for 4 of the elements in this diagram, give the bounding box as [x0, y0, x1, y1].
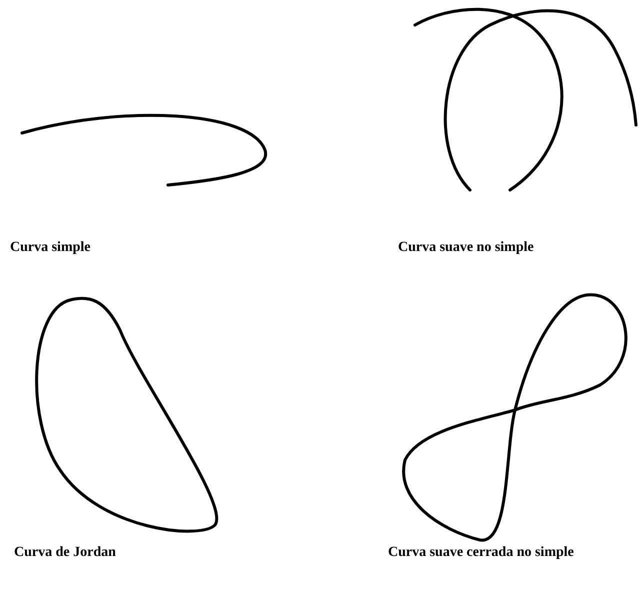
- curve-caption: Curva de Jordan: [14, 545, 116, 561]
- curve-caption: Curva simple: [10, 240, 90, 256]
- curve-caption: Curva suave cerrada no simple: [388, 545, 574, 561]
- curve-caption: Curva suave no simple: [398, 240, 534, 256]
